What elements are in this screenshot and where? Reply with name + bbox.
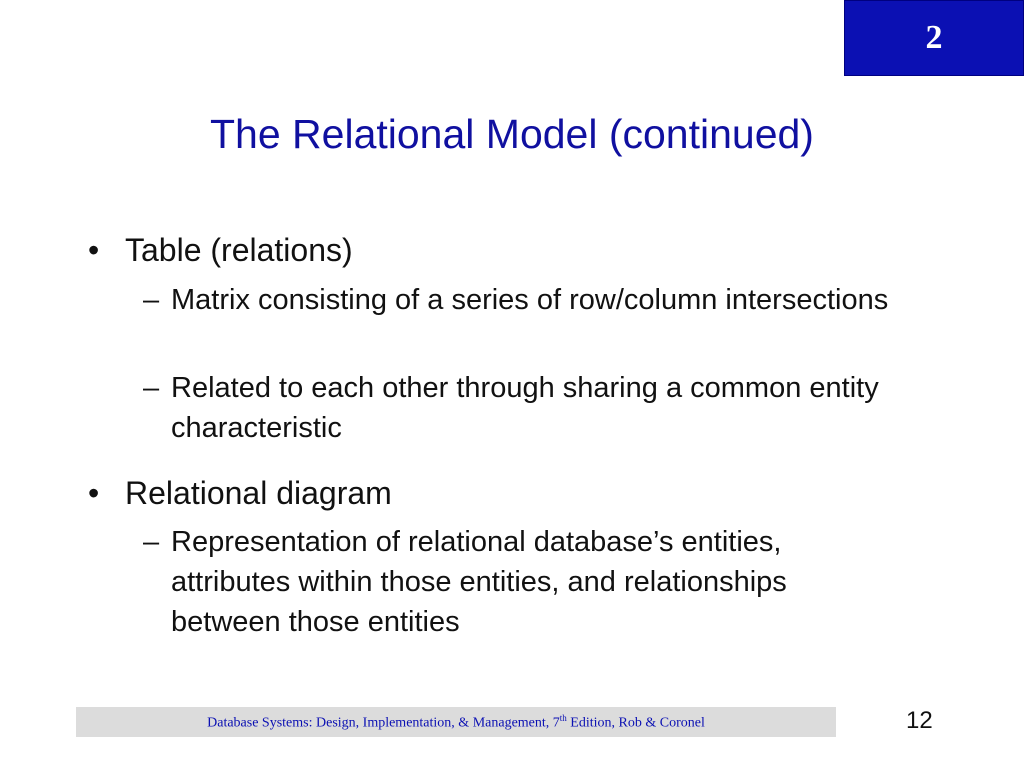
sub-bullet-text: Representation of relational database’s … bbox=[171, 526, 787, 638]
footer-citation: Database Systems: Design, Implementation… bbox=[207, 713, 705, 732]
footer-text-start: Database Systems: Design, Implementation… bbox=[207, 715, 560, 731]
footer-text-end: Edition, Rob & Coronel bbox=[566, 715, 705, 731]
sub-bullet-text: Matrix consisting of a series of row/col… bbox=[171, 284, 889, 316]
page-number: 12 bbox=[906, 707, 933, 734]
sub-bullet-symbol: – bbox=[143, 284, 160, 316]
bullet-text: Relational diagram bbox=[125, 475, 392, 511]
footer-superscript: th bbox=[559, 712, 567, 723]
footer-citation-bar: Database Systems: Design, Implementation… bbox=[76, 707, 836, 737]
bullet-text: Table (relations) bbox=[125, 232, 353, 268]
bullet-symbol: • bbox=[88, 475, 100, 511]
sub-bullet-symbol: – bbox=[143, 526, 160, 558]
chapter-number-box: 2 bbox=[844, 0, 1024, 76]
sub-bullet-symbol: – bbox=[143, 372, 160, 404]
bullet-symbol: • bbox=[88, 232, 100, 268]
chapter-number: 2 bbox=[925, 19, 943, 56]
slide-title: The Relational Model (continued) bbox=[210, 111, 814, 157]
sub-bullet-text: Related to each other through sharing a … bbox=[171, 372, 879, 444]
